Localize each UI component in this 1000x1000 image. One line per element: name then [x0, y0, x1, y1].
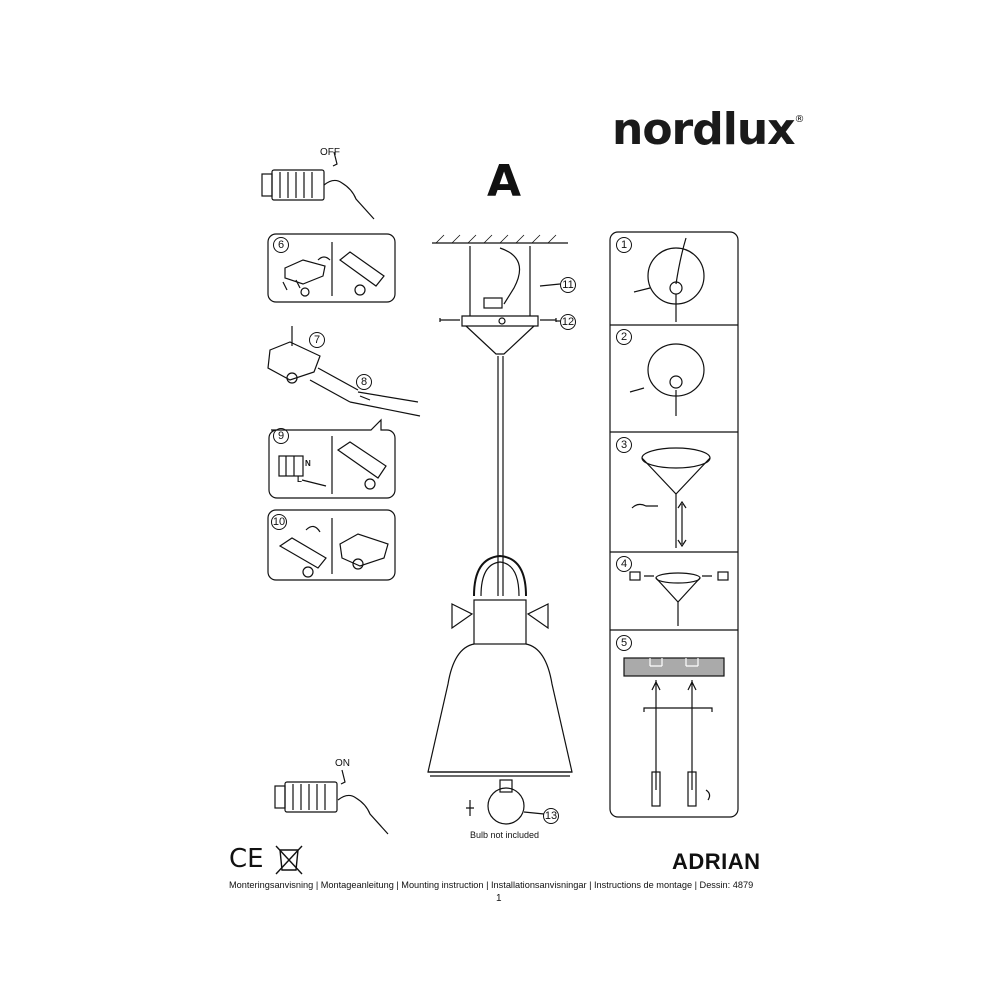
brand-name: nordlux: [612, 104, 796, 155]
step-8-number: 8: [356, 374, 372, 390]
callout-11: 11: [560, 277, 576, 293]
terminal-l-label: L: [297, 475, 302, 484]
step-10-panel: [267, 509, 396, 581]
ce-mark: CE: [229, 844, 264, 874]
step-6-panel: [267, 233, 396, 303]
step-10-number: 10: [271, 514, 287, 530]
brand-logo: nordlux®: [612, 104, 805, 155]
step-6-number: 6: [273, 237, 289, 253]
terminal-n-label: N: [305, 459, 311, 468]
weee-bin-icon: [275, 845, 303, 875]
sheet-letter: A: [487, 156, 522, 207]
bulb-illustration: [466, 779, 545, 825]
pendant-shade: [427, 554, 573, 777]
switch-off-label: OFF: [320, 147, 340, 158]
connector-illustration: [267, 341, 321, 381]
step-4-number: 4: [616, 556, 632, 572]
step-7-number: 7: [309, 332, 325, 348]
step-3-number: 3: [616, 437, 632, 453]
step-1-number: 1: [616, 237, 632, 253]
page-number: 1: [496, 893, 502, 904]
step-9-number: 9: [273, 428, 289, 444]
step-2-number: 2: [616, 329, 632, 345]
ce-mark-text: CE: [229, 844, 264, 874]
callout-12: 12: [560, 314, 576, 330]
registered-mark: ®: [794, 114, 805, 125]
breaker-off-illustration: [261, 151, 375, 220]
step-9-panel: [268, 418, 396, 499]
product-name: ADRIAN: [672, 849, 761, 874]
footer-languages: Monteringsanvisning | Montageanleitung |…: [229, 880, 754, 890]
right-steps-panel: [609, 231, 739, 818]
bulb-note: Bulb not included: [470, 830, 540, 840]
step-5-number: 5: [616, 635, 632, 651]
callout-13: 13: [543, 808, 559, 824]
switch-on-label: ON: [335, 758, 350, 769]
breaker-on-illustration: [274, 769, 389, 835]
